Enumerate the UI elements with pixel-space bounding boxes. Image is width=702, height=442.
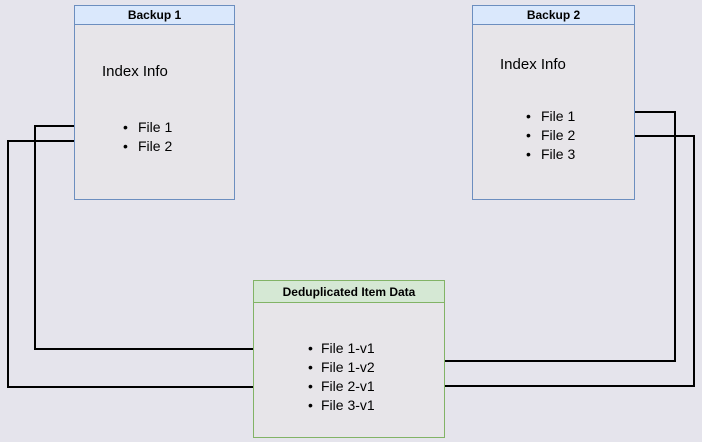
backup1-box: Backup 1 Index Info File 1 File 2	[74, 5, 235, 200]
backup2-box: Backup 2 Index Info File 1 File 2 File 3	[472, 5, 635, 200]
list-item: File 2	[123, 137, 172, 156]
list-item: File 2-v1	[308, 377, 375, 396]
backup1-subtitle: Index Info	[102, 63, 168, 80]
dedup-title: Deduplicated Item Data	[254, 281, 444, 303]
backup2-subtitle: Index Info	[500, 56, 566, 73]
backup2-title: Backup 2	[473, 6, 634, 25]
list-item: File 3	[526, 145, 575, 164]
backup1-title: Backup 1	[75, 6, 234, 25]
backup1-file-list: File 1 File 2	[123, 118, 172, 156]
list-item: File 1-v2	[308, 358, 375, 377]
list-item: File 1	[123, 118, 172, 137]
list-item: File 2	[526, 126, 575, 145]
deduplicated-item-data-box: Deduplicated Item Data File 1-v1 File 1-…	[253, 280, 445, 438]
list-item: File 1-v1	[308, 339, 375, 358]
list-item: File 1	[526, 107, 575, 126]
dedup-file-list: File 1-v1 File 1-v2 File 2-v1 File 3-v1	[308, 339, 375, 415]
backup2-file-list: File 1 File 2 File 3	[526, 107, 575, 164]
list-item: File 3-v1	[308, 396, 375, 415]
